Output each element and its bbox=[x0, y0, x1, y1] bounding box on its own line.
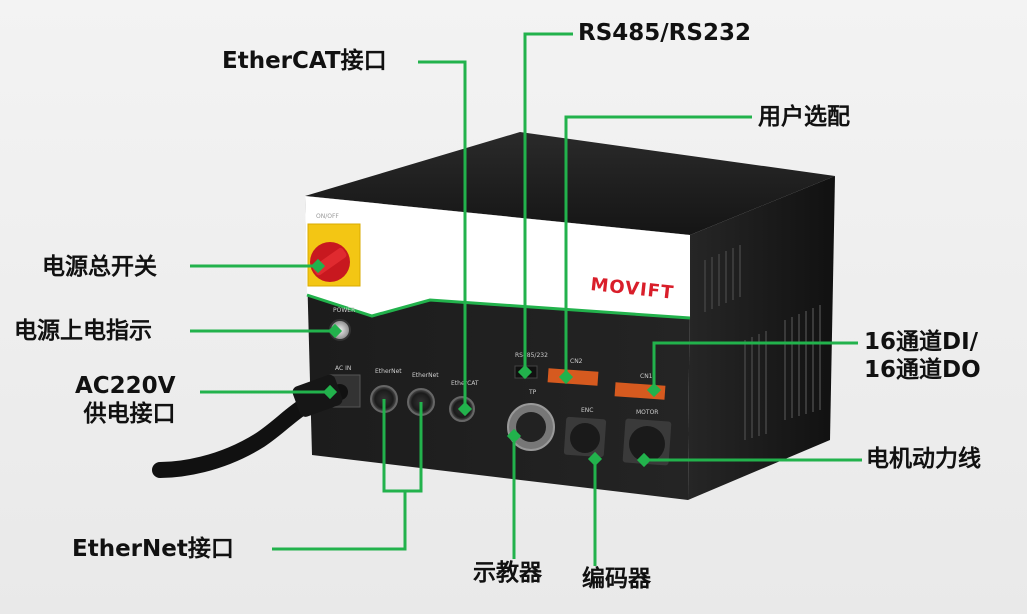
ethernet-2-marking: EtherNet bbox=[412, 372, 439, 379]
box-side bbox=[688, 176, 835, 500]
label-ethernet: EtherNet接口 bbox=[72, 536, 234, 562]
cn1-marking: CN1 bbox=[640, 373, 653, 380]
label-encoder: 编码器 bbox=[582, 566, 651, 592]
label-io-line2: 16通道DO bbox=[864, 357, 981, 383]
label-ethercat: EtherCAT接口 bbox=[222, 48, 387, 74]
label-power-indicator: 电源上电指示 bbox=[14, 318, 152, 344]
label-teach-pendant: 示教器 bbox=[473, 560, 542, 586]
power-marking: POWER bbox=[333, 307, 355, 314]
rs485-marking: RS485/232 bbox=[515, 352, 548, 359]
front-green-stripe bbox=[306, 293, 691, 320]
enc-marking: ENC bbox=[581, 407, 593, 414]
on-off-marking: ON/OFF bbox=[316, 213, 339, 220]
cn2-marking: CN2 bbox=[570, 358, 583, 365]
label-user-option: 用户选配 bbox=[758, 104, 850, 130]
leader-dots bbox=[310, 258, 662, 468]
tp-marking: TP bbox=[528, 389, 537, 396]
label-ac-power-line1: AC220V bbox=[75, 373, 176, 399]
label-io: 16通道DI/ 16通道DO bbox=[864, 328, 981, 384]
label-ac-power: AC220V 供电接口 bbox=[75, 372, 176, 428]
front-white-panel bbox=[305, 196, 690, 318]
main-switch bbox=[307, 223, 361, 287]
motor-marking: MOTOR bbox=[636, 409, 658, 416]
side-vents bbox=[704, 245, 821, 440]
label-rs485: RS485/RS232 bbox=[578, 20, 751, 46]
label-motor-power: 电机动力线 bbox=[866, 446, 981, 472]
leader-lines bbox=[190, 32, 862, 566]
label-main-switch: 电源总开关 bbox=[42, 254, 157, 280]
box-top bbox=[305, 132, 835, 235]
ethernet-1-marking: EtherNet bbox=[375, 368, 402, 375]
label-io-line1: 16通道DI/ bbox=[864, 329, 979, 355]
label-ac-power-line2: 供电接口 bbox=[83, 401, 176, 427]
ac-in-marking: AC IN bbox=[335, 365, 351, 372]
